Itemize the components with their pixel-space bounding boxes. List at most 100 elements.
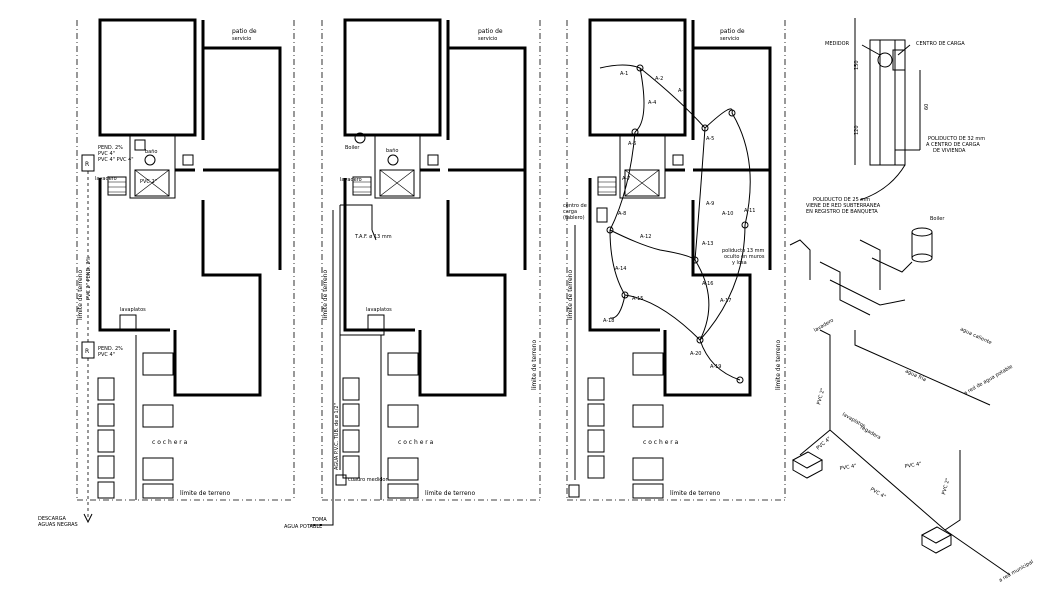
dim-120: 120: [854, 125, 860, 135]
pend-top: PEND. 2%: [98, 145, 123, 151]
servicio-label-3: servicio: [720, 36, 739, 42]
register-bottom-label: R: [85, 348, 89, 355]
centro-carga-1: centro de: [563, 203, 587, 209]
circuit-label: A-14: [615, 266, 626, 272]
poliducto-32-1: POLIDUCTO DE 32 mm: [928, 136, 985, 142]
poliducto-25-3: EN REGISTRO DE BANQUETA: [806, 209, 878, 215]
dim-150: 150: [854, 60, 860, 70]
limite-vertical-2: límite de terreno: [322, 270, 329, 320]
circuit-label: A-1: [620, 71, 628, 77]
toma-label: TOMA: [311, 517, 327, 523]
centro-carga-detail-label: CENTRO DE CARGA: [916, 41, 965, 47]
wall-right-top: [201, 20, 282, 270]
pvc-bottom: PVC 4": [98, 352, 115, 358]
patio-label: patio de: [232, 28, 257, 35]
limite-vertical: límite de terreno: [77, 270, 84, 320]
circuit-label: A-20: [690, 351, 701, 357]
iso-label: PVC 2": [941, 478, 951, 496]
pvc-vertical: PVC 2" PEND. 2%: [86, 256, 92, 300]
circuit-label: A-2: [655, 76, 663, 82]
poliducto-25-2: VIENE DE RED SUBTERRANEA: [806, 203, 881, 209]
pvc-tub: PVC 4" PVC 4": [98, 157, 134, 163]
iso-label: PVC 4": [869, 487, 887, 501]
register-top-label: R: [85, 161, 89, 168]
plan-water: patio de servicio Boiler baño lavadero T…: [284, 18, 541, 530]
iso-pipes: [789, 239, 1011, 576]
poliducto-13-3: y losa: [732, 260, 747, 266]
meter-detail: MEDIDOR CENTRO DE CARGA POLIDUCTO DE 32 …: [806, 18, 985, 215]
bathroom: [129, 135, 176, 199]
circuit-label: A-12: [640, 234, 651, 240]
boiler-symbol: [354, 132, 366, 144]
circuit-label: A-17: [720, 298, 731, 304]
load-center: [596, 207, 608, 223]
iso-label: lavadero: [813, 318, 835, 334]
circuit-label: A-4: [648, 100, 656, 106]
circuit-label: A-16: [702, 281, 713, 287]
circuit-label: A-5: [706, 136, 714, 142]
column: [182, 154, 194, 166]
patio-label-2: patio de: [478, 28, 503, 35]
lavadero-label: lavadero: [95, 176, 117, 182]
cochera-label-3: c o c h e r a: [643, 439, 679, 446]
pvc-top: PVC 4": [98, 151, 115, 157]
poliducto-32-2: A CENTRO DE CARGA: [926, 142, 980, 148]
bano-label: baño: [145, 149, 157, 155]
circuit-label: A-13: [702, 241, 713, 247]
boiler-iso-label: Boiler: [930, 216, 945, 222]
bano-label-2: baño: [386, 148, 398, 154]
limite-vertical-3: límite de terreno: [567, 270, 574, 320]
circuit-label: A-9: [706, 201, 714, 207]
shower: [134, 169, 170, 197]
centro-carga-2: carga: [563, 209, 577, 215]
lavaplatos-label: lavaplatos: [120, 307, 146, 313]
room-bedroom-1: [98, 18, 197, 137]
iso-label: PVC 4": [839, 463, 857, 472]
servicio-label: servicio: [232, 36, 251, 42]
circuit-label: A-7: [622, 176, 630, 182]
lavaplatos-label-2: lavaplatos: [366, 307, 392, 313]
toilet: [144, 154, 156, 166]
patio-label-3: patio de: [720, 28, 745, 35]
poliducto-13-2: oculto en muros: [724, 254, 765, 260]
circuit-label: A-8: [618, 211, 626, 217]
sink: [134, 139, 146, 151]
limite-bottom: límite de terreno: [180, 490, 230, 497]
circuit-wiring: [574, 64, 751, 480]
iso-label: a red de agua potable: [963, 364, 1014, 397]
wall-lower-left: [98, 178, 170, 332]
dim-60: 60: [924, 104, 930, 110]
iso-label: PVC 4": [815, 436, 832, 452]
boiler-tank: [911, 253, 933, 263]
register-iso-2: [920, 526, 953, 554]
iso-label: PVC 4": [904, 461, 922, 470]
limite-right-3: límite de terreno: [775, 340, 782, 390]
iso-label: PVC 2": [816, 388, 826, 406]
agua-potable-label: AGUA POTABLE: [284, 524, 322, 530]
drain-arrow: [83, 513, 93, 524]
boiler-label: Boiler: [345, 145, 360, 151]
lavadero-box: [107, 176, 127, 196]
register-iso-1: [791, 451, 824, 479]
servicio-label-2: servicio: [478, 36, 497, 42]
circuit-label: A-15: [632, 296, 643, 302]
limite-bottom-3: límite de terreno: [670, 490, 720, 497]
isometric-plumbing: Boiler PVC 2" PVC 4" PVC 4" PVC 2" PVC 4…: [789, 216, 1035, 584]
aguas-negras-label: AGUAS NEGRAS: [38, 522, 78, 528]
medidor-detail-label: MEDIDOR: [825, 41, 850, 47]
poliducto-25-1: POLIDUCTO DE 25 mm: [813, 197, 870, 203]
circuit-label: A-3: [678, 88, 686, 94]
circuit-label: A-10: [722, 211, 733, 217]
circuit-label: A-6: [628, 141, 636, 147]
pvc-lav: PVC 2": [140, 179, 157, 185]
cochera-pavers: [97, 352, 174, 499]
poliducto-32-3: DE VIVIENDA: [933, 148, 966, 154]
centro-carga-3: (tablero): [563, 215, 585, 221]
plan-drainage: R R patio de servicio PEND. 2% PVC 4" PV…: [38, 18, 295, 528]
cochera-label-2: c o c h e r a: [398, 439, 434, 446]
iso-label: regadera: [859, 425, 882, 442]
iso-label: agua caliente: [959, 326, 992, 346]
iso-label: agua fria: [904, 368, 927, 383]
